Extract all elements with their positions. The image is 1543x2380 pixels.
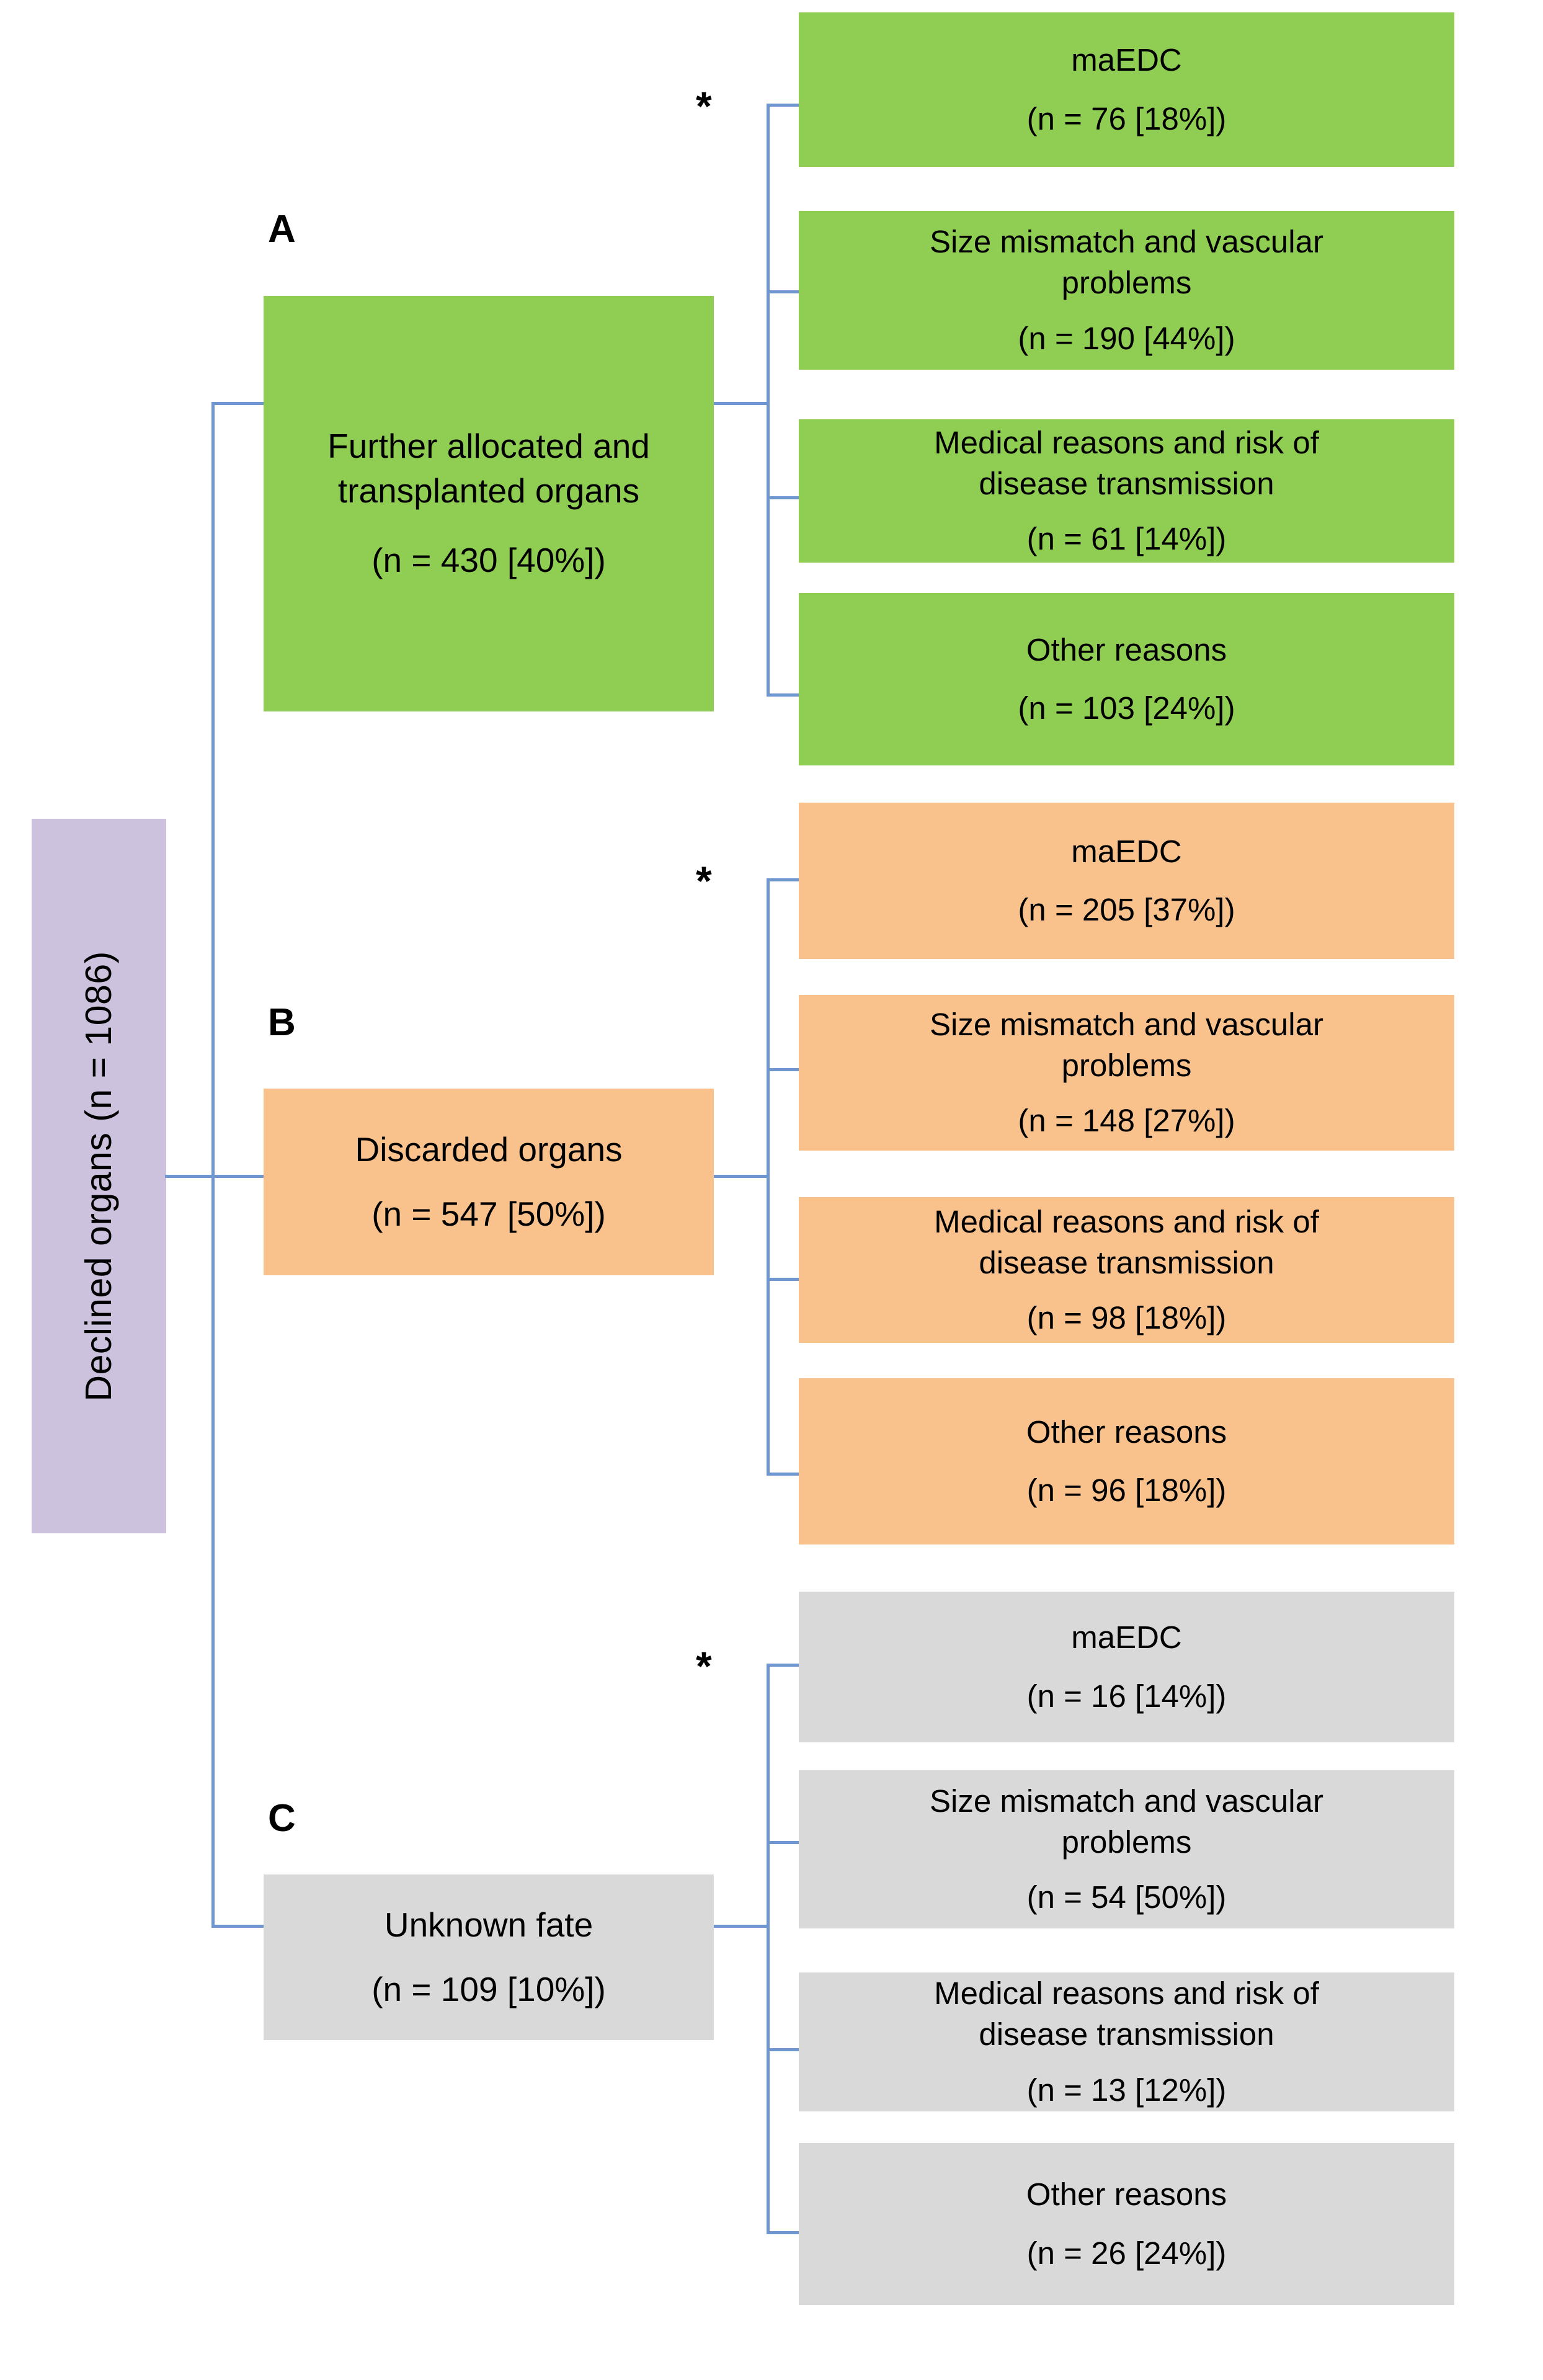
leaf-node-c-size-mismatch-title2: problems bbox=[1061, 1824, 1192, 1860]
asterisk-marker-b: * bbox=[696, 858, 712, 904]
asterisk-marker-a: * bbox=[696, 83, 712, 129]
asterisk-marker-c: * bbox=[696, 1643, 712, 1689]
leaf-node-b-medical-reasons-title1: Medical reasons and risk of bbox=[934, 1203, 1319, 1239]
leaf-node-c-other-reasons-title: Other reasons bbox=[1026, 2177, 1227, 2213]
branch-node-a-title-line2: transplanted organs bbox=[337, 471, 640, 510]
leaf-node-c-maedc-count: (n = 16 [14%]) bbox=[1026, 1678, 1227, 1714]
leaf-node-c-size-mismatch-count: (n = 54 [50%]) bbox=[1026, 1879, 1227, 1915]
leaf-node-c-medical-reasons-count: (n = 13 [12%]) bbox=[1026, 2072, 1227, 2108]
subtrunk-vertical-c bbox=[767, 1664, 770, 2234]
subtrunk-leaf-b1 bbox=[767, 878, 801, 881]
leaf-node-b-medical-reasons-title2: disease transmission bbox=[979, 1244, 1274, 1280]
branch-node-b-discarded-organs[interactable]: Discarded organs (n = 547 [50%]) bbox=[264, 1089, 714, 1275]
root-node-label: Declined organs (n = 1086) bbox=[78, 950, 120, 1402]
subtrunk-elbow-a-out bbox=[714, 402, 768, 405]
branch-node-b-title: Discarded organs bbox=[355, 1130, 623, 1169]
subtrunk-leaf-c3 bbox=[767, 2048, 801, 2051]
leaf-node-a-other-reasons-count: (n = 103 [24%]) bbox=[1018, 690, 1235, 726]
subtrunk-leaf-a1 bbox=[767, 104, 801, 107]
subtrunk-leaf-b2 bbox=[767, 1068, 801, 1071]
leaf-node-a-maedc[interactable]: maEDC (n = 76 [18%]) bbox=[799, 12, 1454, 167]
trunk-branch-a bbox=[211, 402, 266, 405]
leaf-node-b-medical-reasons[interactable]: Medical reasons and risk of disease tran… bbox=[799, 1197, 1454, 1343]
leaf-node-b-size-mismatch-title1: Size mismatch and vascular bbox=[930, 1006, 1323, 1042]
leaf-node-b-other-reasons-title: Other reasons bbox=[1026, 1414, 1227, 1450]
leaf-node-a-medical-reasons-count: (n = 61 [14%]) bbox=[1026, 521, 1227, 557]
section-letter-a: A bbox=[268, 208, 296, 251]
branch-node-a-count: (n = 430 [40%]) bbox=[371, 541, 606, 580]
leaf-node-a-size-mismatch-title1: Size mismatch and vascular bbox=[930, 224, 1323, 260]
leaf-node-a-medical-reasons-title1: Medical reasons and risk of bbox=[934, 424, 1319, 460]
trunk-branch-b bbox=[211, 1175, 266, 1178]
leaf-node-a-maedc-count: (n = 76 [18%]) bbox=[1026, 100, 1227, 136]
subtrunk-leaf-b3 bbox=[767, 1278, 801, 1281]
leaf-node-a-medical-reasons-title2: disease transmission bbox=[979, 465, 1274, 501]
leaf-node-b-other-reasons[interactable]: Other reasons (n = 96 [18%]) bbox=[799, 1378, 1454, 1544]
root-node-declined-organs[interactable]: Declined organs (n = 1086) bbox=[32, 819, 166, 1533]
leaf-node-b-maedc-title: maEDC bbox=[1071, 833, 1182, 869]
leaf-node-a-size-mismatch[interactable]: Size mismatch and vascular problems (n =… bbox=[799, 211, 1454, 370]
subtrunk-leaf-c4 bbox=[767, 2231, 801, 2234]
branch-node-a-further-allocated[interactable]: Further allocated and transplanted organ… bbox=[264, 296, 714, 711]
leaf-node-b-size-mismatch-count: (n = 148 [27%]) bbox=[1018, 1103, 1235, 1139]
leaf-node-c-medical-reasons-title2: disease transmission bbox=[979, 2017, 1274, 2052]
leaf-node-a-size-mismatch-count: (n = 190 [44%]) bbox=[1018, 320, 1235, 356]
leaf-node-c-medical-reasons[interactable]: Medical reasons and risk of disease tran… bbox=[799, 1972, 1454, 2111]
subtrunk-leaf-c1 bbox=[767, 1664, 801, 1667]
trunk-root-stub bbox=[165, 1175, 215, 1178]
branch-node-c-title: Unknown fate bbox=[384, 1905, 594, 1944]
leaf-node-b-other-reasons-count: (n = 96 [18%]) bbox=[1026, 1473, 1227, 1509]
leaf-node-a-other-reasons[interactable]: Other reasons (n = 103 [24%]) bbox=[799, 593, 1454, 765]
trunk-vertical-main bbox=[211, 402, 215, 1928]
leaf-node-a-maedc-title: maEDC bbox=[1071, 42, 1182, 78]
leaf-node-c-maedc[interactable]: maEDC (n = 16 [14%]) bbox=[799, 1592, 1454, 1742]
leaf-node-b-size-mismatch[interactable]: Size mismatch and vascular problems (n =… bbox=[799, 995, 1454, 1151]
leaf-node-c-other-reasons-count: (n = 26 [24%]) bbox=[1026, 2235, 1227, 2271]
subtrunk-leaf-a3 bbox=[767, 496, 801, 499]
leaf-node-b-medical-reasons-count: (n = 98 [18%]) bbox=[1026, 1300, 1227, 1336]
subtrunk-leaf-a4 bbox=[767, 693, 801, 697]
leaf-node-a-size-mismatch-title2: problems bbox=[1061, 265, 1192, 301]
leaf-node-c-medical-reasons-title1: Medical reasons and risk of bbox=[934, 1976, 1319, 2012]
section-letter-c: C bbox=[268, 1797, 296, 1840]
leaf-node-c-size-mismatch-title1: Size mismatch and vascular bbox=[930, 1783, 1323, 1819]
branch-node-c-count: (n = 109 [10%]) bbox=[371, 1970, 606, 2008]
trunk-branch-c bbox=[211, 1925, 266, 1928]
subtrunk-elbow-c-out bbox=[714, 1925, 768, 1928]
branch-node-b-count: (n = 547 [50%]) bbox=[371, 1195, 606, 1233]
subtrunk-elbow-b-out bbox=[714, 1175, 768, 1178]
leaf-node-a-other-reasons-title: Other reasons bbox=[1026, 631, 1227, 667]
subtrunk-leaf-b4 bbox=[767, 1473, 801, 1476]
branch-node-c-unknown-fate[interactable]: Unknown fate (n = 109 [10%]) bbox=[264, 1874, 714, 2040]
leaf-node-c-maedc-title: maEDC bbox=[1071, 1620, 1182, 1656]
leaf-node-c-size-mismatch[interactable]: Size mismatch and vascular problems (n =… bbox=[799, 1770, 1454, 1928]
leaf-node-c-other-reasons[interactable]: Other reasons (n = 26 [24%]) bbox=[799, 2143, 1454, 2305]
leaf-node-b-maedc[interactable]: maEDC (n = 205 [37%]) bbox=[799, 803, 1454, 959]
subtrunk-vertical-a bbox=[767, 104, 770, 695]
subtrunk-leaf-a2 bbox=[767, 290, 801, 293]
leaf-node-b-maedc-count: (n = 205 [37%]) bbox=[1018, 892, 1235, 928]
branch-node-a-title-line1: Further allocated and bbox=[327, 427, 650, 466]
leaf-node-a-medical-reasons[interactable]: Medical reasons and risk of disease tran… bbox=[799, 419, 1454, 563]
subtrunk-leaf-c2 bbox=[767, 1841, 801, 1844]
section-letter-b: B bbox=[268, 1001, 296, 1044]
leaf-node-b-size-mismatch-title2: problems bbox=[1061, 1047, 1192, 1083]
